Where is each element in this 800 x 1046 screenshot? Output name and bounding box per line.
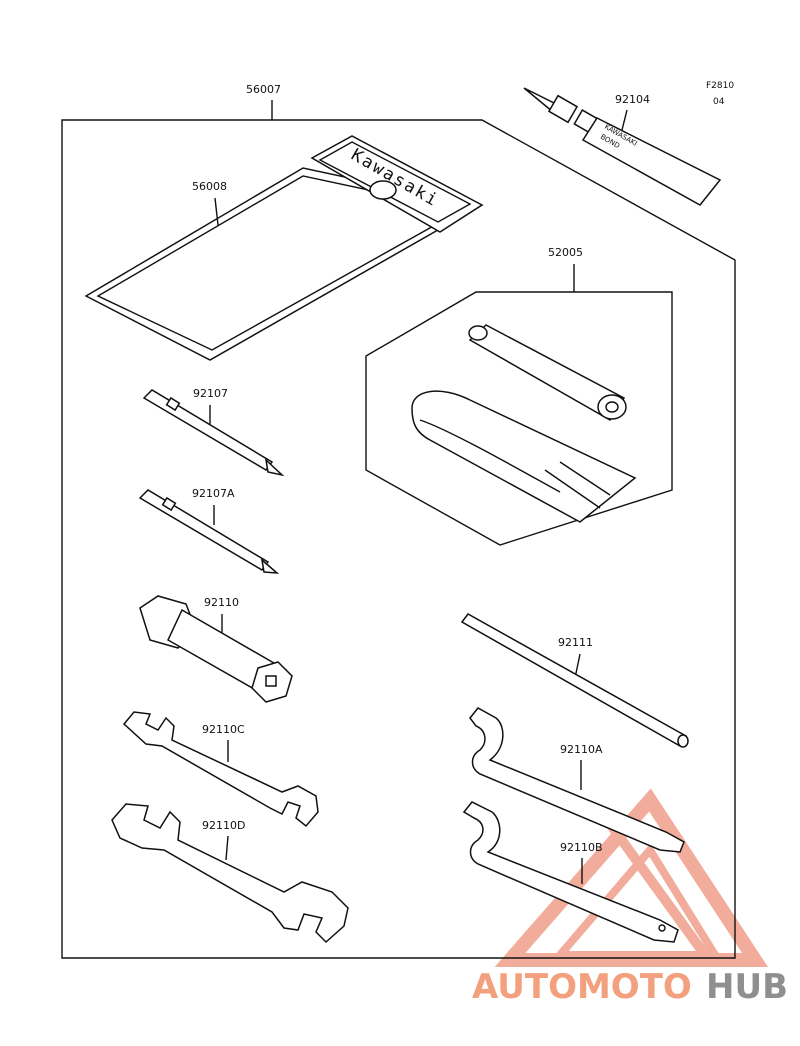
label-56008: 56008 (192, 180, 227, 193)
label-92107: 92107 (193, 387, 228, 400)
assembly-boundary (61, 119, 736, 959)
screwdriver-bit-a: 92107A (138, 487, 280, 574)
watermark-triangle (494, 788, 768, 967)
open-end-wrench-small: 92110C (122, 711, 319, 828)
bit-tip (264, 457, 285, 477)
bit-a-shaft (138, 489, 270, 571)
bond-tube: 92104 KAWASAKI BOND (523, 87, 722, 206)
kit-bag-fold (419, 419, 611, 509)
handle-bar: 92111 (460, 613, 689, 748)
label-92107A: 92107A (192, 487, 235, 500)
watermark-part2: HUB (706, 967, 788, 1007)
leader-56008 (214, 197, 219, 226)
tool-pouch: Kawasaki 56008 (84, 135, 484, 361)
label-92104: 92104 (615, 93, 650, 106)
kit-tube-end-inner (605, 401, 619, 413)
bond-tube-body (581, 117, 722, 206)
hook-wrench-b: 92110B (462, 801, 679, 943)
leader-92104 (621, 109, 628, 131)
bit-shaft (142, 389, 274, 471)
bit-collar (165, 396, 181, 412)
wrench-large-body (111, 803, 349, 944)
label-56007: 56007 (246, 83, 281, 96)
screwdriver-bit: 92107 (142, 387, 285, 477)
hook-wrench-b-body (462, 801, 679, 943)
label-92110: 92110 (204, 596, 239, 609)
watermark-part1: AUTOMOTO (472, 967, 692, 1007)
plug-wrench-end-socket (265, 675, 277, 687)
wrench-small-body (122, 711, 319, 828)
label-92110D: 92110D (202, 819, 245, 832)
figure-ref-sub: 04 (713, 97, 725, 107)
bit-a-collar (161, 496, 177, 512)
hook-wrench-b-hole (658, 924, 666, 932)
bit-a-tip (260, 558, 280, 574)
label-92110C: 92110C (202, 723, 245, 736)
hook-wrench-a-body (469, 707, 685, 853)
kit-box-outline (365, 291, 673, 546)
tire-repair-kit: 52005 (365, 246, 673, 546)
kit-bag (411, 390, 637, 523)
open-end-wrench-large: 92110D (111, 803, 349, 944)
label-92110A: 92110A (560, 743, 603, 756)
kit-tube-cap (468, 325, 488, 341)
label-92111: 92111 (558, 636, 593, 649)
pouch-flap (310, 135, 484, 233)
label-52005: 52005 (548, 246, 583, 259)
handle-bar-end (677, 734, 689, 748)
watermark-triangle-slash (595, 807, 710, 958)
spark-plug-wrench: 92110 (139, 595, 293, 703)
label-92110B: 92110B (560, 841, 603, 854)
figure-ref-code: F2810 (706, 81, 734, 91)
pouch-flap-inner (318, 141, 472, 223)
kit-tube-end (597, 394, 627, 420)
bond-tube-cap (547, 94, 579, 124)
pouch-snap-button (369, 180, 397, 200)
hook-wrench-a: 92110A (469, 707, 685, 853)
watermark-text: AUTOMOTO HUB (472, 967, 788, 1007)
leader-92110D (225, 835, 229, 861)
